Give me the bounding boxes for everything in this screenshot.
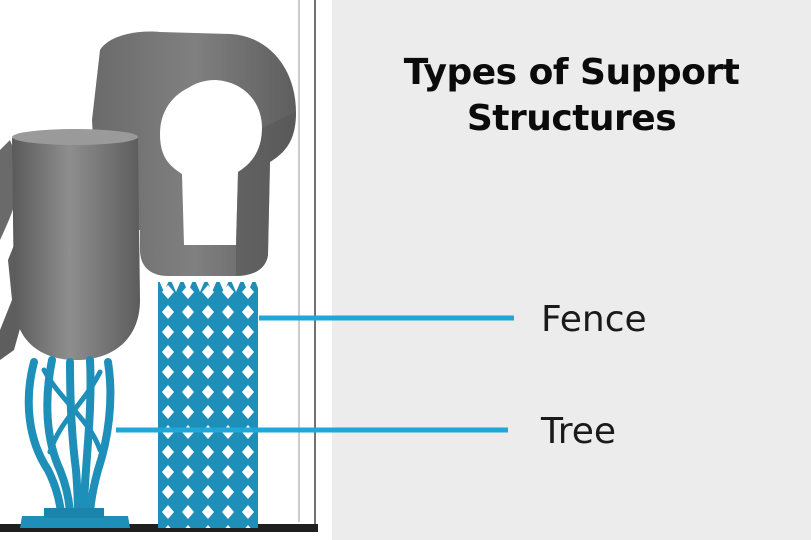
cylinder-model-top (12, 129, 138, 145)
page-title: Types of Support Structures (403, 52, 740, 139)
cylinder-model (12, 130, 140, 360)
keyhole-model-shading (236, 112, 296, 276)
fence-support-teeth (158, 278, 258, 292)
fence-support (158, 282, 258, 528)
tree-support-foot (44, 508, 104, 518)
fence-label: Fence (541, 299, 647, 340)
tree-label: Tree (541, 411, 617, 452)
caption-panel (332, 0, 811, 540)
tree-support (24, 356, 115, 522)
tree-support-base (20, 516, 130, 528)
